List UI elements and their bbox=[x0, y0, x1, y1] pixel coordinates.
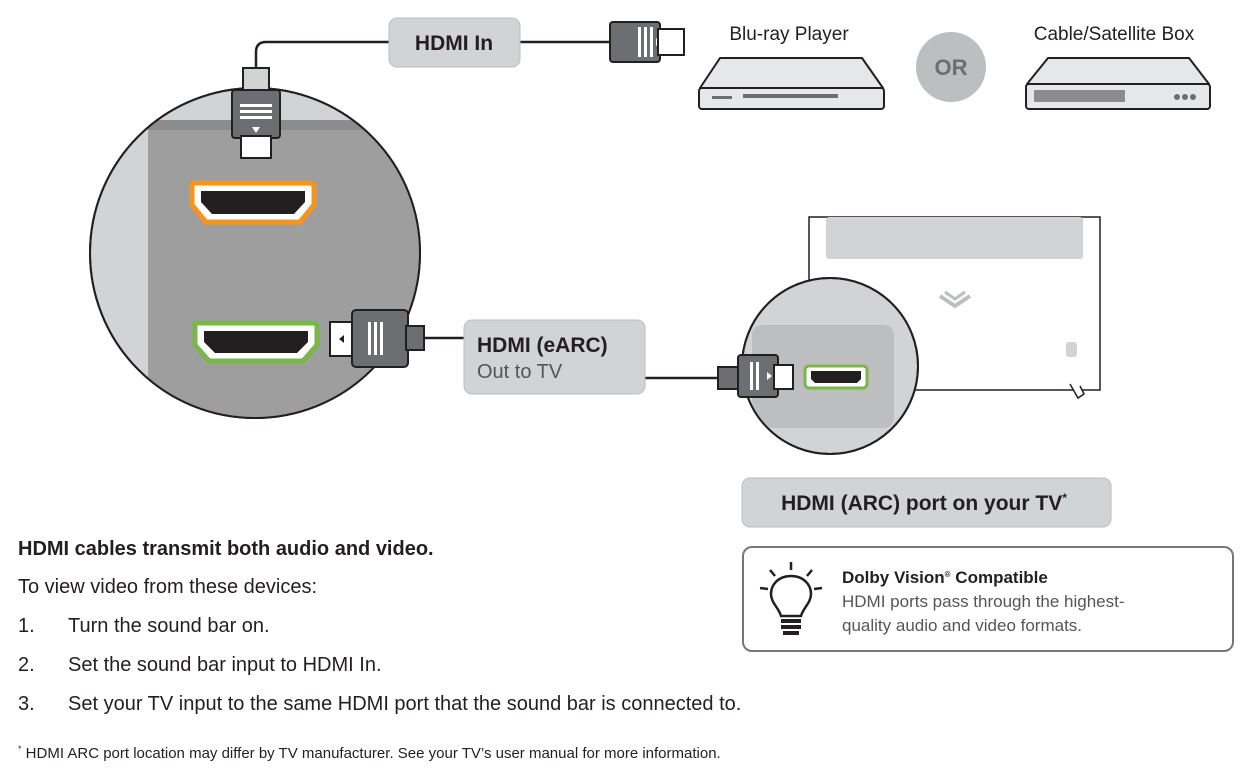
tv-arc-label-box: HDMI (ARC) port on your TV* bbox=[741, 477, 1112, 528]
instruction-step: 3. Set your TV input to the same HDMI por… bbox=[18, 693, 741, 716]
hdmi-in-port bbox=[189, 180, 317, 225]
tv-arc-label: HDMI (ARC) port on your TV bbox=[781, 492, 1062, 515]
step-text: Set your TV input to the same HDMI port … bbox=[68, 693, 742, 715]
step-text: Set the sound bar input to HDMI In. bbox=[68, 654, 382, 676]
tv-arc-asterisk: * bbox=[1062, 491, 1067, 505]
dolby-vision-tip: Dolby Vision® Compatible HDMI ports pass… bbox=[742, 546, 1234, 652]
bluray-player-label: Blu-ray Player bbox=[729, 24, 849, 45]
hdmi-earc-subtitle: Out to TV bbox=[477, 361, 563, 383]
earc-cable bbox=[424, 336, 720, 380]
hdmi-plug-icon bbox=[231, 67, 281, 159]
instructions-heading: HDMI cables transmit both audio and vide… bbox=[18, 538, 434, 560]
step-number: 3. bbox=[18, 693, 35, 715]
svg-text:HDMI (ARC) port on your TV*: HDMI (ARC) port on your TV* bbox=[781, 491, 1067, 515]
tip-title-suffix: Compatible bbox=[950, 568, 1048, 587]
footnote-mark: * bbox=[18, 744, 22, 754]
hdmi-plug-icon bbox=[609, 21, 685, 63]
hdmi-in-label-box: HDMI In bbox=[388, 17, 521, 68]
tv-arc-port bbox=[803, 364, 869, 390]
instructions-intro: To view video from these devices: bbox=[18, 576, 318, 598]
hdmi-in-label: HDMI In bbox=[415, 32, 493, 55]
or-label: OR bbox=[935, 55, 968, 80]
tip-line-1: HDMI ports pass through the highest- bbox=[842, 592, 1125, 611]
hdmi-earc-title: HDMI (eARC) bbox=[477, 334, 608, 357]
tip-title: Dolby Vision® Compatible bbox=[842, 568, 1048, 588]
earc-port bbox=[192, 320, 320, 364]
lightbulb-icon bbox=[759, 562, 823, 635]
hdmi-in-cable bbox=[254, 40, 612, 70]
tv-port-zoom bbox=[741, 277, 919, 455]
footnote-text: HDMI ARC port location may differ by TV … bbox=[21, 745, 721, 762]
footnote: * HDMI ARC port location may differ by T… bbox=[18, 744, 721, 762]
or-badge: OR bbox=[916, 32, 986, 102]
cable-box-icon bbox=[1025, 57, 1211, 110]
instruction-step: 2. Set the sound bar input to HDMI In. bbox=[18, 654, 382, 677]
step-text: Turn the sound bar on. bbox=[68, 615, 270, 637]
cable-box-label: Cable/Satellite Box bbox=[1034, 24, 1195, 45]
tip-title-reg: ® bbox=[944, 570, 951, 579]
tip-title-brand: Dolby Vision bbox=[842, 568, 945, 587]
tip-line-2: quality audio and video formats. bbox=[842, 616, 1083, 635]
instruction-step: 1. Turn the sound bar on. bbox=[18, 615, 270, 638]
hdmi-plug-icon bbox=[717, 354, 794, 398]
step-number: 1. bbox=[18, 615, 35, 637]
connection-diagram: HDMI In Blu-ray Player OR Cable/Satellit… bbox=[89, 17, 1211, 528]
step-number: 2. bbox=[18, 654, 35, 676]
bluray-player-icon bbox=[698, 57, 885, 110]
hdmi-earc-label-box: HDMI (eARC) Out to TV bbox=[463, 319, 646, 395]
